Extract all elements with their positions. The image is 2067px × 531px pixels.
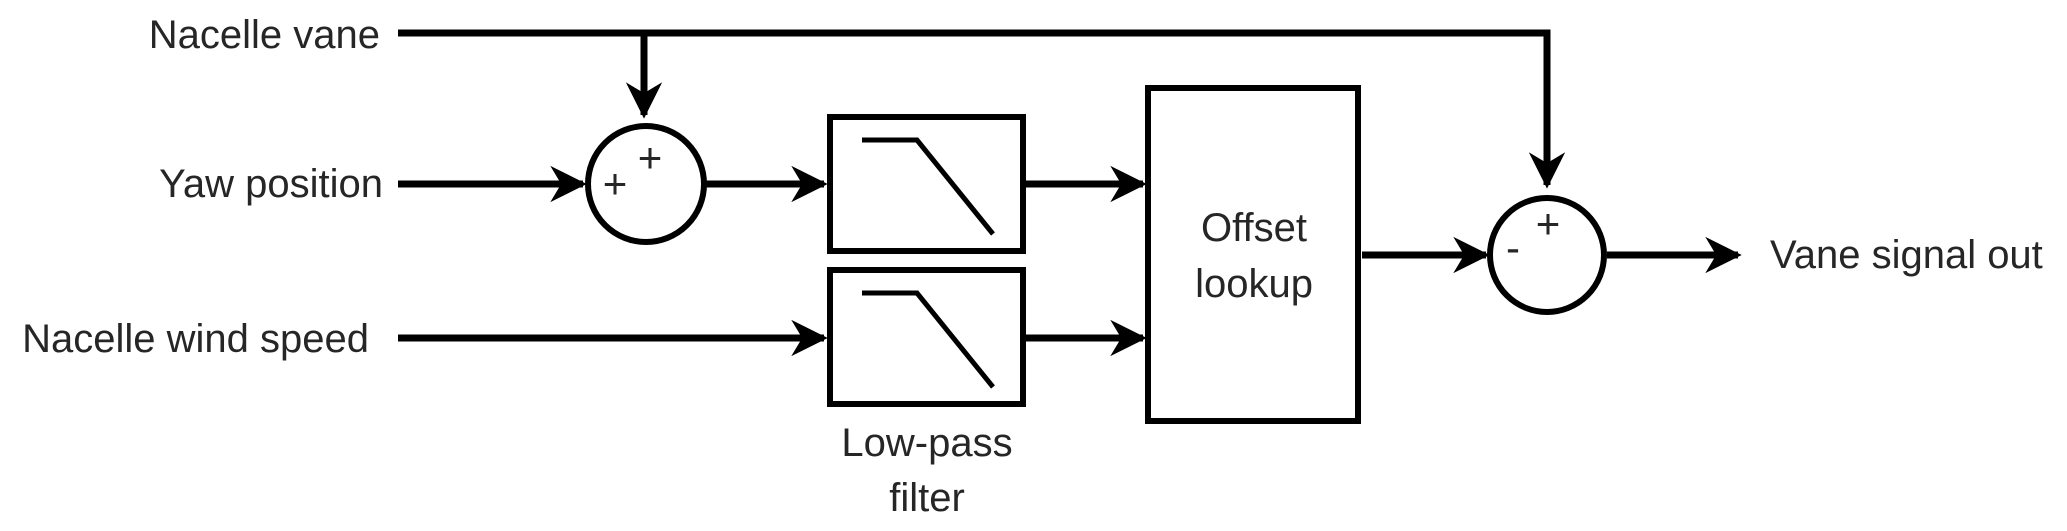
sum2-sign-left: - xyxy=(1506,224,1520,271)
offset-lookup-label-line2: lookup xyxy=(1195,262,1313,306)
offset-lookup-label-line1: Offset xyxy=(1201,206,1307,250)
low-pass-filter-label-line1: Low-pass xyxy=(841,421,1012,465)
summing-junction-1: + + xyxy=(585,123,707,245)
wire-nacelle-vane-main xyxy=(398,29,1566,189)
input-label-yaw-position: Yaw position xyxy=(159,162,383,206)
low-pass-filter-label-line2: filter xyxy=(889,476,965,520)
low-pass-filter-icon xyxy=(862,137,995,236)
summing-junction-2: + - xyxy=(1487,195,1607,315)
sum1-sign-left: + xyxy=(603,160,628,207)
offset-lookup-block: Offset lookup xyxy=(1145,85,1361,424)
low-pass-filter-block-2 xyxy=(827,267,1026,407)
sum2-sign-top: + xyxy=(1536,200,1561,247)
input-label-nacelle-vane: Nacelle vane xyxy=(149,13,380,57)
output-label-vane-signal-out: Vane signal out xyxy=(1770,233,2043,277)
low-pass-filter-icon xyxy=(862,290,995,389)
input-label-nacelle-wind-speed: Nacelle wind speed xyxy=(22,317,369,361)
sum1-sign-top: + xyxy=(638,134,663,181)
low-pass-filter-block-1 xyxy=(827,114,1026,254)
